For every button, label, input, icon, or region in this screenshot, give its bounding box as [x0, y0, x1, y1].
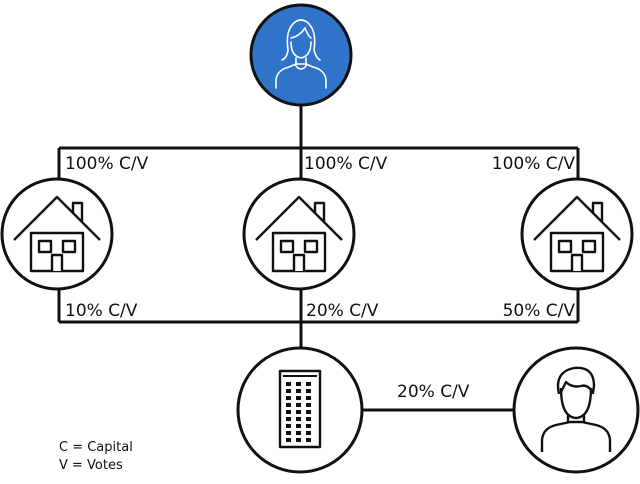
label-house-right-to-company: 50% C/V	[503, 301, 576, 321]
building-window	[286, 438, 291, 442]
legend-votes: V = Votes	[59, 458, 123, 473]
building-window	[286, 431, 291, 435]
label-owner-to-house-right: 100% C/V	[492, 154, 576, 174]
building-window	[296, 417, 301, 421]
label-house-center-to-company: 20% C/V	[306, 301, 379, 321]
building-window	[306, 431, 311, 435]
building-window	[286, 403, 291, 407]
building-window	[286, 410, 291, 414]
building-window	[306, 382, 311, 386]
building-window	[306, 438, 311, 442]
building-window	[286, 424, 291, 428]
label-house-left-to-company: 10% C/V	[65, 301, 138, 321]
building-window	[296, 424, 301, 428]
building-window	[286, 396, 291, 400]
building-window	[296, 389, 301, 393]
connectors	[57, 105, 580, 412]
building-window	[306, 424, 311, 428]
building-window	[306, 396, 311, 400]
label-owner-to-house-left: 100% C/V	[65, 154, 149, 174]
house-center-node	[242, 177, 356, 291]
building-window	[286, 382, 291, 386]
house-right-node	[520, 177, 634, 291]
company-node	[236, 346, 364, 474]
building-window	[296, 431, 301, 435]
building-window	[286, 389, 291, 393]
building-window	[306, 389, 311, 393]
building-window	[296, 396, 301, 400]
owner-node	[249, 3, 353, 107]
house-left-node	[0, 177, 114, 291]
building-window	[306, 410, 311, 414]
building-window	[296, 382, 301, 386]
building-window	[296, 438, 301, 442]
person-node	[512, 346, 640, 474]
edge-labels: 100% C/V 100% C/V 100% C/V 10% C/V 20% C…	[65, 154, 575, 402]
man-icon	[540, 366, 612, 452]
legend: C = Capital V = Votes	[59, 440, 133, 473]
building-window	[296, 403, 301, 407]
office-building-icon	[278, 369, 322, 449]
building-window	[296, 410, 301, 414]
building-window	[306, 417, 311, 421]
building-window	[286, 417, 291, 421]
legend-capital: C = Capital	[59, 440, 133, 455]
building-window	[306, 403, 311, 407]
woman-icon	[275, 19, 327, 89]
label-owner-to-house-center: 100% C/V	[304, 154, 388, 174]
label-person-to-company: 20% C/V	[397, 382, 470, 402]
